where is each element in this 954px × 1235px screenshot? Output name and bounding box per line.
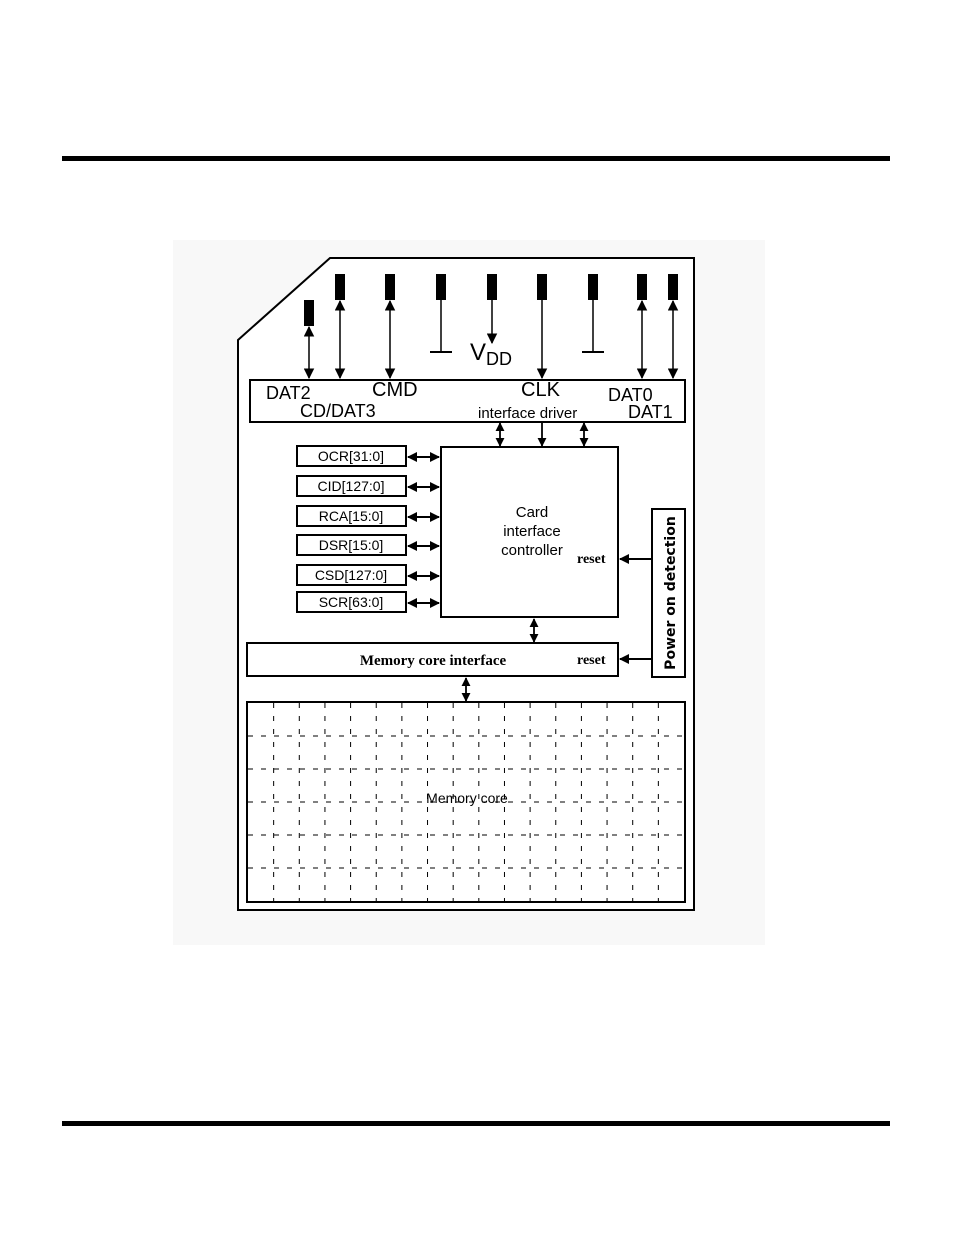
controller-label-1: Card bbox=[516, 504, 549, 521]
pin-pad-vss2 bbox=[588, 274, 598, 300]
power-on-detection-label: Power on detection bbox=[663, 516, 679, 670]
svg-text:SCR[63:0]: SCR[63:0] bbox=[319, 594, 384, 610]
pin-label-cd-dat3: CD/DAT3 bbox=[300, 401, 376, 421]
pin-label-cmd: CMD bbox=[372, 379, 418, 401]
controller-label-3: controller bbox=[501, 542, 563, 559]
pin-label-clk: CLK bbox=[521, 379, 561, 401]
pin-pad-dat2 bbox=[304, 300, 314, 326]
svg-text:OCR[31:0]: OCR[31:0] bbox=[318, 448, 384, 464]
svg-text:RCA[15:0]: RCA[15:0] bbox=[319, 508, 384, 524]
svg-text:CSD[127:0]: CSD[127:0] bbox=[315, 567, 387, 583]
pin-pad-cmd bbox=[385, 274, 395, 300]
pin-pad-dat0 bbox=[637, 274, 647, 300]
pin-label-dat1: DAT1 bbox=[628, 402, 673, 422]
svg-text:CID[127:0]: CID[127:0] bbox=[318, 478, 385, 494]
memory-core-label: Memory core bbox=[426, 790, 508, 806]
memory-core-interface-label: Memory core interface bbox=[360, 653, 507, 669]
pin-pad-vdd bbox=[487, 274, 497, 300]
pin-pad-cd-dat3 bbox=[335, 274, 345, 300]
pin-pad-clk bbox=[537, 274, 547, 300]
pin-pad-vss1 bbox=[436, 274, 446, 300]
pin-label-dat2: DAT2 bbox=[266, 383, 311, 403]
interface-driver-label: interface driver bbox=[478, 405, 577, 422]
pin-pad-dat1 bbox=[668, 274, 678, 300]
svg-text:DSR[15:0]: DSR[15:0] bbox=[319, 537, 384, 553]
controller-label-2: interface bbox=[503, 523, 561, 540]
controller-reset-label: reset bbox=[577, 552, 606, 567]
memory-interface-reset-label: reset bbox=[577, 653, 606, 668]
